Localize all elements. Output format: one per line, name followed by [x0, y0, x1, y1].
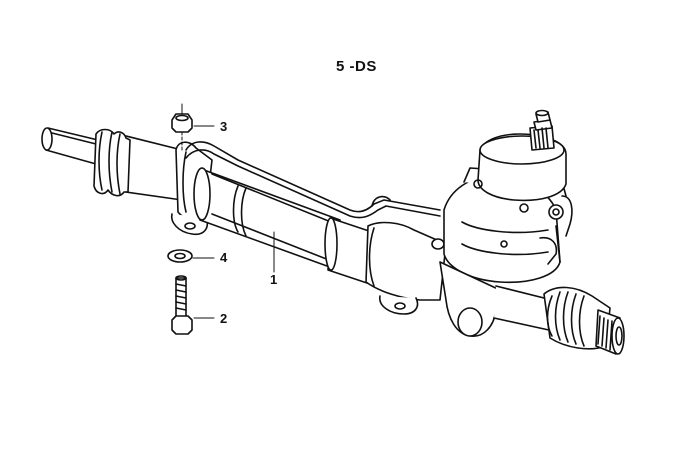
- callout-4: 4: [220, 250, 228, 265]
- rack-housing-tube: [193, 167, 341, 271]
- diagram-title: 5 -DS: [336, 58, 377, 75]
- left-bellows-boot: [93, 128, 183, 201]
- washer-part-4: [167, 249, 215, 263]
- callout-2: 2: [220, 311, 228, 326]
- pinion-valve-housing: [443, 133, 573, 284]
- right-bellows-boot: [543, 286, 611, 350]
- callout-3: 3: [220, 119, 228, 134]
- callout-1: 1: [270, 272, 278, 287]
- hydraulic-pipe: [185, 141, 441, 219]
- right-tie-rod-end: [595, 309, 625, 355]
- left-tie-rod: [41, 127, 99, 165]
- bolt-part-2: [171, 275, 215, 335]
- middle-sleeve: [324, 217, 373, 285]
- right-mounting-block: [365, 221, 447, 315]
- rack-lower-housing: [439, 261, 561, 337]
- hex-nut-part-3: [171, 103, 215, 151]
- input-pinion-shaft: [529, 109, 555, 151]
